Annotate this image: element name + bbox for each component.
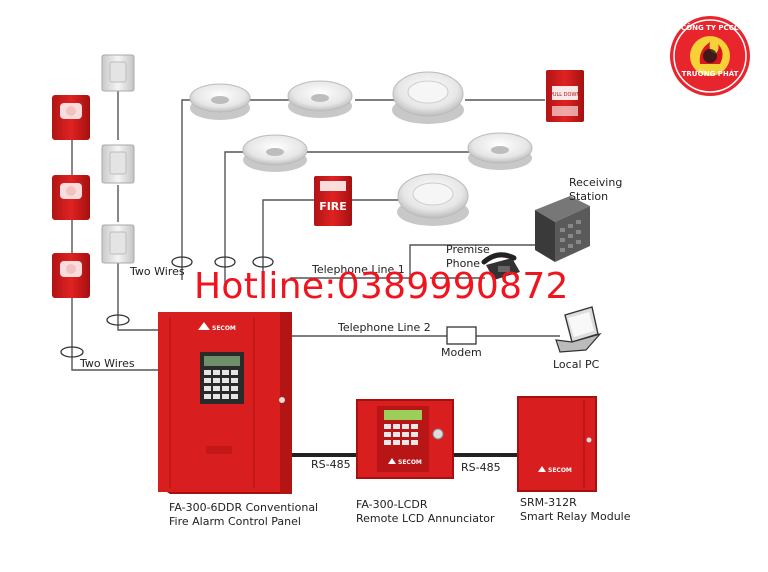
company-logo bbox=[670, 16, 750, 96]
rs485-left-label: RS-485 bbox=[311, 458, 351, 471]
main-panel-label-2: Fire Alarm Control Panel bbox=[169, 515, 301, 528]
receiving-station-icon bbox=[535, 196, 590, 262]
modem-box bbox=[446, 326, 477, 345]
smoke-detector-2 bbox=[287, 80, 353, 118]
annunciator-label-2: Remote LCD Annunciator bbox=[356, 512, 495, 525]
pull-station-fire: FIRE bbox=[314, 176, 352, 226]
two-wires-upper-label: Two Wires bbox=[130, 265, 185, 278]
two-wires-lower-label: Two Wires bbox=[80, 357, 135, 370]
smoke-detector-4 bbox=[467, 132, 533, 170]
premise-phone-icon bbox=[481, 252, 520, 280]
pull-station-top-right: PULL DOWN bbox=[546, 70, 584, 122]
main-panel-label-1: FA-300-6DDR Conventional bbox=[169, 501, 319, 514]
heat-detector-1 bbox=[392, 71, 464, 124]
rs485-right-label: RS-485 bbox=[461, 461, 501, 474]
telephone-line-2-label: Telephone Line 2 bbox=[338, 321, 431, 334]
fire-pull-label: FIRE bbox=[319, 200, 347, 213]
helmet-icon bbox=[703, 49, 717, 63]
hotline-watermark: Hotline:0389990872 bbox=[194, 266, 569, 307]
relay-label-2: Smart Relay Module bbox=[520, 510, 631, 523]
receiving-station-label-2: Station bbox=[569, 190, 609, 203]
horn-1 bbox=[101, 54, 135, 92]
premise-phone-label-1: Premise bbox=[446, 243, 490, 256]
annunciator-label-1: FA-300-LCDR bbox=[356, 498, 428, 511]
relay-label-1: SRM-312R bbox=[520, 496, 577, 509]
telephone-line-1-label: Telephone Line 1 bbox=[312, 263, 405, 276]
annunciator-brand: SECOM bbox=[398, 459, 422, 466]
strobe-1 bbox=[52, 95, 90, 140]
logo-bottom-text: TRƯỜNG PHÁT bbox=[681, 70, 739, 78]
modem-label: Modem bbox=[441, 346, 482, 359]
wiring bbox=[71, 90, 560, 371]
horn-3 bbox=[101, 224, 135, 264]
receiving-station-label-1: Receiving bbox=[569, 176, 623, 189]
strobe-2 bbox=[52, 175, 90, 220]
main-panel-brand: SECOM bbox=[212, 325, 236, 332]
logo-top-text: CÔNG TY PCCC bbox=[681, 24, 739, 32]
main-control-panel: SECOM bbox=[158, 312, 292, 494]
pull-station-small-label: PULL DOWN bbox=[550, 92, 581, 98]
relay-brand: SECOM bbox=[548, 467, 572, 474]
smoke-detector-3 bbox=[242, 134, 308, 172]
smart-relay-module: SECOM bbox=[517, 396, 597, 492]
horn-2 bbox=[101, 144, 135, 184]
premise-phone-label-2: Phone bbox=[446, 257, 481, 270]
remote-annunciator: SECOM bbox=[356, 399, 454, 479]
smoke-detector-1 bbox=[189, 83, 251, 120]
heat-detector-2 bbox=[397, 173, 469, 226]
wire-loops bbox=[60, 256, 274, 358]
local-pc-label: Local PC bbox=[553, 358, 600, 371]
local-pc-icon bbox=[555, 306, 602, 353]
strobe-3 bbox=[52, 253, 90, 298]
